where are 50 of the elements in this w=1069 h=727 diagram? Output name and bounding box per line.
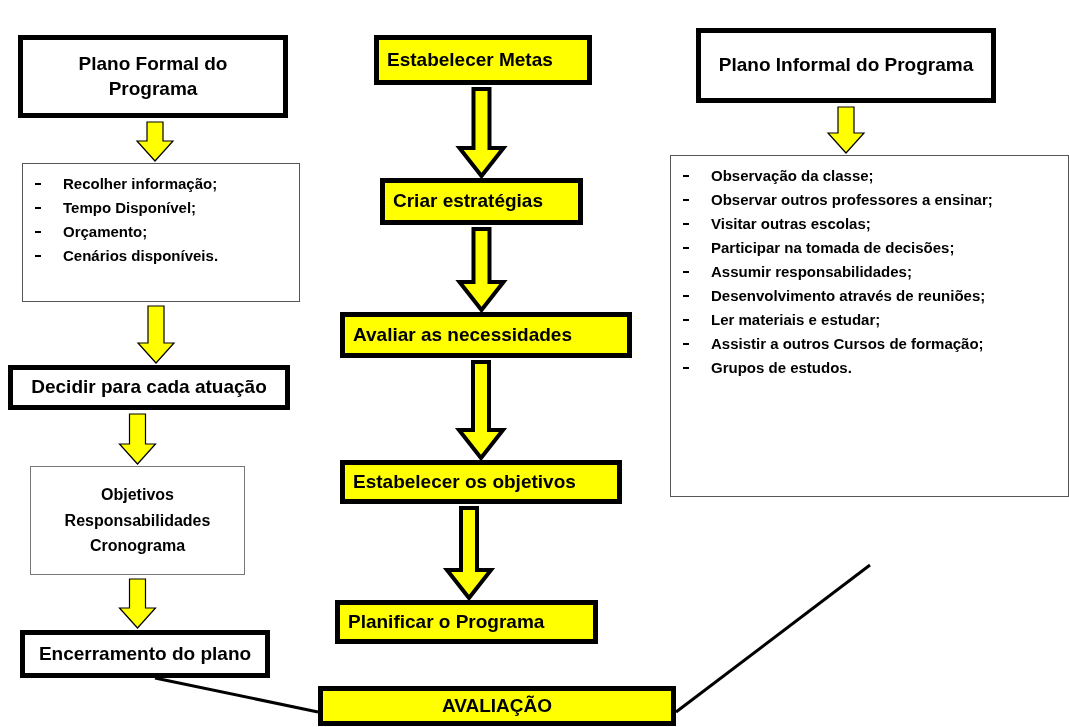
list-box xyxy=(22,163,300,302)
box-label: Planificar o Programa xyxy=(348,609,545,634)
step-box xyxy=(335,600,598,644)
list-item: Desenvolvimento através de reuniões; xyxy=(711,286,986,306)
box-label: Plano Formal do Programa xyxy=(77,51,229,101)
step-box xyxy=(318,686,676,726)
list-item: Grupos de estudos. xyxy=(711,358,852,378)
connector-line xyxy=(154,676,319,714)
list-item: Assistir a outros Cursos de formação; xyxy=(711,334,984,354)
box-label: Criar estratégias xyxy=(393,189,543,214)
step-box xyxy=(340,460,622,504)
list-item: Orçamento; xyxy=(63,222,148,242)
step-box xyxy=(374,35,592,85)
block-arrow xyxy=(455,87,508,180)
plan-box xyxy=(20,630,270,678)
list-item: Tempo Disponível; xyxy=(63,198,197,218)
list-item: Recolher informação; xyxy=(63,174,218,194)
list-item: Ler materiais e estudar; xyxy=(711,310,881,330)
block-arrow xyxy=(454,360,508,462)
list-item: Assumir responsabilidades; xyxy=(711,262,912,282)
block-arrow xyxy=(442,506,496,602)
box-label: Encerramento do plano xyxy=(38,641,252,666)
block-arrow xyxy=(118,413,157,465)
connector-line xyxy=(675,563,871,714)
list-item: Visitar outras escolas; xyxy=(711,214,871,234)
block-arrow xyxy=(136,305,176,364)
list-box xyxy=(670,155,1069,497)
plan-box xyxy=(696,28,996,103)
box-label: Plano Informal do Programa xyxy=(718,53,974,78)
list-item: Observação da classe; xyxy=(711,166,874,186)
box-title: AVALIAÇÃO xyxy=(441,693,553,718)
plan-box xyxy=(8,365,290,410)
box-label: Cronograma xyxy=(89,536,186,557)
block-arrow xyxy=(135,121,175,162)
list-item: Cenários disponíveis. xyxy=(63,246,219,266)
plan-box xyxy=(18,35,288,118)
box-label: Decidir para cada atuação xyxy=(31,375,267,400)
step-box xyxy=(340,312,632,358)
text-box xyxy=(30,466,245,575)
box-label: Responsabilidades xyxy=(64,510,211,531)
box-label: Objetivos xyxy=(101,485,174,506)
block-arrow xyxy=(826,106,866,154)
block-arrow xyxy=(118,578,157,629)
list-item: Participar na tomada de decisões; xyxy=(711,238,955,258)
step-box xyxy=(380,178,583,225)
box-label: Estabelecer os objetivos xyxy=(353,469,576,494)
box-label: Avaliar as necessidades xyxy=(353,322,572,347)
box-label: Estabelecer Metas xyxy=(387,47,553,72)
list-item: Observar outros professores a ensinar; xyxy=(711,190,993,210)
block-arrow xyxy=(455,227,508,314)
